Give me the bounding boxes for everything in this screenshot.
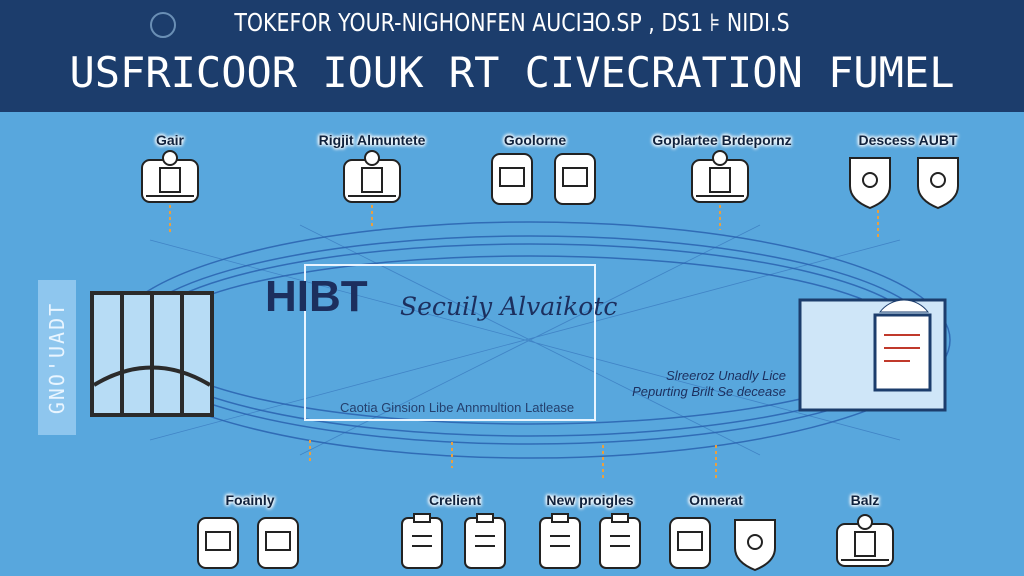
top-item-label: Goolorne — [503, 132, 567, 148]
logo-icon — [150, 12, 176, 38]
top-item-label: Goplartee Brdepornz — [652, 132, 792, 148]
right-note-line1: Slreeroz Unadly Lice — [666, 368, 786, 383]
clipboard-icon — [401, 513, 443, 569]
brand-tagline: Secuily Alvaikotc — [400, 292, 618, 321]
top-item-label: Rigjit Almuntete — [318, 132, 426, 148]
bottom-item-label: Crelient — [428, 492, 482, 508]
device-icon — [197, 517, 239, 569]
shield-icon — [917, 157, 959, 209]
header-title: USFRICOOR IOUK RT CIVECRATION FUMEL — [69, 48, 955, 97]
bottom-item-label: Onnerat — [689, 492, 743, 508]
bottom-item-label: Balz — [850, 492, 880, 508]
machine-icon — [836, 514, 894, 567]
header-banner: TOKEFOR YOUR-NIGHONFEN AUCI∃O.SP , DS1 ⊧… — [0, 0, 1024, 112]
header-subtitle: TOKEFOR YOUR-NIGHONFEN AUCI∃O.SP , DS1 ⊧… — [234, 8, 790, 37]
connector-lines — [169, 205, 879, 478]
window-icon — [90, 291, 214, 417]
machine-icon — [343, 150, 401, 203]
document-icon — [798, 298, 947, 412]
side-label-box: GNO'UADT — [38, 280, 76, 435]
machine-icon — [141, 150, 199, 203]
device-icon — [257, 517, 299, 569]
machine-icon — [691, 150, 749, 203]
clipboard-icon — [464, 513, 506, 569]
bottom-item-label: New proigles — [546, 492, 634, 508]
right-note-line2: Pepurting Brilt Se decease — [632, 384, 786, 399]
clipboard-icon — [599, 513, 641, 569]
clipboard-icon — [539, 513, 581, 569]
top-item-label: Gair — [155, 132, 185, 148]
device-icon — [669, 517, 711, 569]
shield-icon — [849, 157, 891, 209]
center-panel — [304, 264, 596, 421]
bottom-item-label: Foainly — [225, 492, 275, 508]
right-note: Slreeroz Unadly Lice Pepurting Brilt Se … — [632, 368, 786, 400]
top-item-label: Descess AUBT — [858, 132, 958, 148]
device-icon — [554, 153, 596, 205]
device-icon — [491, 153, 533, 205]
shield-icon — [734, 519, 776, 571]
center-caption: Caotia Ginsion Libe Annmultion Latlease — [340, 400, 575, 415]
brand-logo: HIBT — [265, 272, 368, 321]
